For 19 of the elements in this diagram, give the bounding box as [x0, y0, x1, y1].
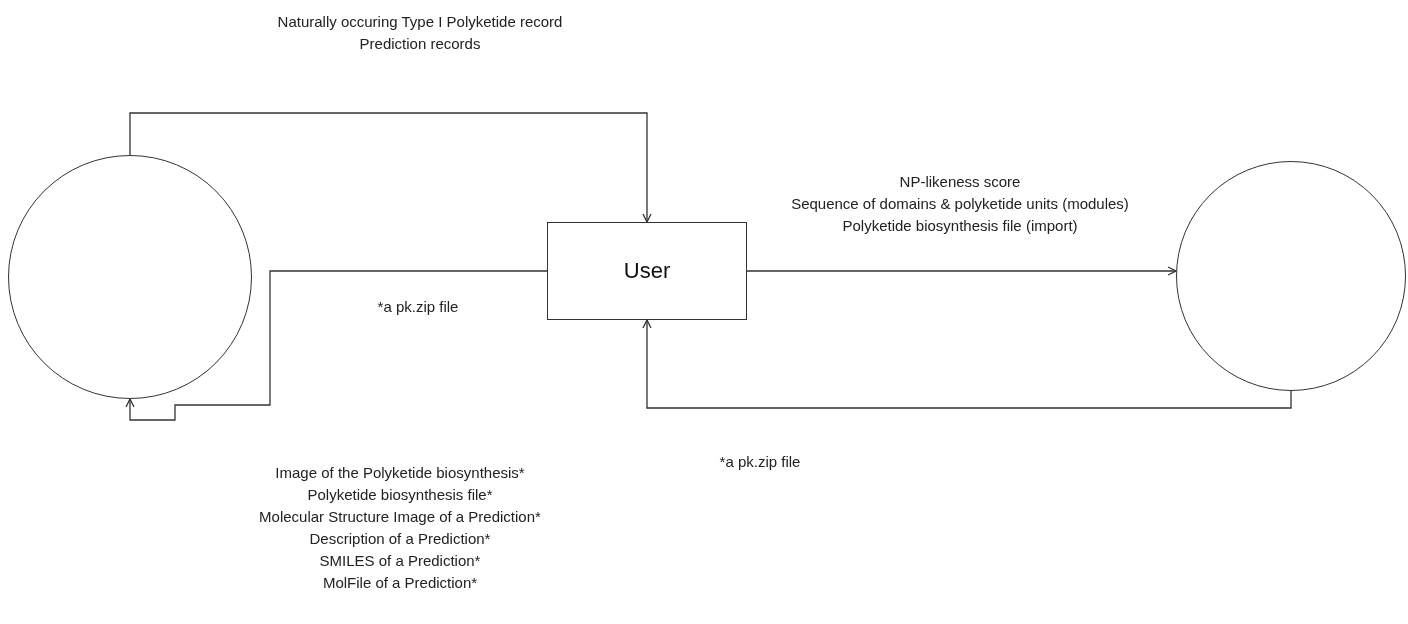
flow-note: Polyketide biosynthesis file*: [307, 485, 493, 505]
flow-note: Sequence of domains & polyketide units (modules): [791, 194, 1129, 214]
arrow: [125, 270, 548, 421]
flow-note: Polyketide biosynthesis file (import): [842, 216, 1078, 236]
edge-label: *a pk.zip file: [377, 297, 459, 317]
flow-note: Description of a Prediction*: [309, 529, 491, 549]
flow-note: Prediction records: [359, 34, 481, 54]
entity-label: User: [623, 258, 671, 284]
arrow: [642, 319, 1292, 409]
entity-box: [547, 222, 747, 320]
edge-label: *a pk.zip file: [719, 452, 801, 472]
flow-note: SMILES of a Prediction*: [319, 551, 481, 571]
flow-note: MolFile of a Prediction*: [322, 573, 478, 593]
flow-note: Image of the Polyketide biosynthesis*: [275, 463, 525, 483]
arrow: [129, 112, 652, 223]
flow-note: Naturally occuring Type I Polyketide record: [277, 12, 563, 32]
flow-note: NP-likeness score: [899, 172, 1021, 192]
arrow: [746, 266, 1177, 276]
flow-note: Molecular Structure Image of a Prediction*: [259, 507, 541, 527]
